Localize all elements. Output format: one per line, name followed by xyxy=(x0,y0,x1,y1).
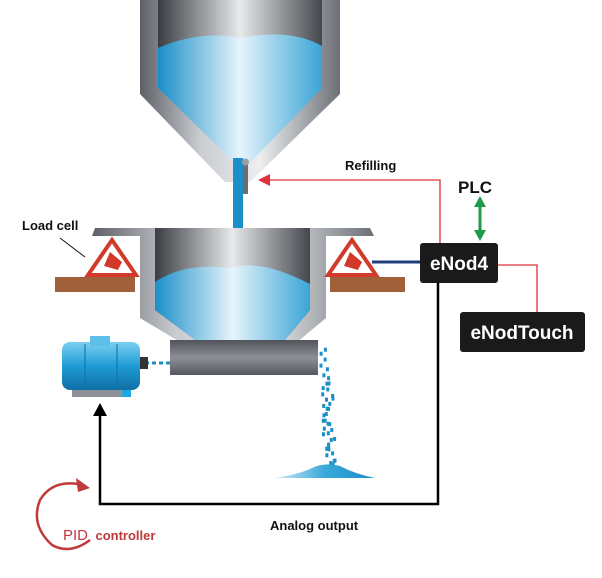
plc-label: PLC xyxy=(458,178,492,197)
load-cell-label: Load cell xyxy=(22,218,78,233)
pid-prefix: PID xyxy=(63,527,88,544)
material-pile xyxy=(275,464,375,478)
material-particle xyxy=(319,351,323,356)
material-particle xyxy=(330,427,334,432)
material-particle xyxy=(331,451,335,456)
load-cell-left xyxy=(55,236,140,292)
material-particle xyxy=(325,446,329,451)
material-particle xyxy=(324,412,328,417)
analog-output-label: Analog output xyxy=(270,518,359,533)
material-particle xyxy=(325,397,328,402)
material-particle xyxy=(322,403,326,408)
material-particle xyxy=(323,347,327,352)
motor-icon xyxy=(62,336,148,397)
enod4-device: eNod4 xyxy=(420,243,498,283)
enodtouch-label: eNodTouch xyxy=(470,323,573,344)
pid-suffix: controller xyxy=(95,528,155,543)
material-particle xyxy=(319,363,323,368)
material-particle xyxy=(322,432,325,437)
material-particle xyxy=(321,386,325,391)
material-particle xyxy=(322,373,326,378)
weigh-hopper xyxy=(92,228,374,348)
falling-material xyxy=(319,347,337,467)
material-particle xyxy=(328,422,332,427)
refilling-signal-arrow xyxy=(258,174,441,243)
material-particle xyxy=(329,461,333,466)
refill-valve-icon xyxy=(242,158,249,194)
material-particle xyxy=(326,431,330,436)
material-particle xyxy=(327,376,331,381)
analog-output-arrow xyxy=(93,283,440,506)
material-particle xyxy=(327,381,331,386)
material-particle xyxy=(325,367,329,372)
material-particle xyxy=(322,413,326,418)
material-particle xyxy=(329,437,333,442)
enod4-label: eNod4 xyxy=(430,254,489,275)
material-particle xyxy=(323,418,327,423)
material-particle xyxy=(325,381,329,386)
refill-stream xyxy=(233,158,243,250)
material-particle xyxy=(326,387,330,392)
material-particle xyxy=(333,436,337,441)
material-particle xyxy=(331,393,335,398)
material-particle xyxy=(322,426,326,431)
material-particle xyxy=(323,357,327,362)
plc-bidirectional-arrow xyxy=(474,196,486,241)
refilling-label: Refilling xyxy=(345,158,396,173)
refill-hopper xyxy=(140,0,340,182)
enodtouch-device: eNodTouch xyxy=(460,312,585,352)
enodtouch-link xyxy=(498,264,538,312)
pid-cycle-icon xyxy=(35,478,91,551)
material-particle xyxy=(325,453,329,458)
material-particle xyxy=(328,401,332,406)
material-particle xyxy=(321,418,325,423)
material-particle xyxy=(327,443,331,448)
load-cell-pointer xyxy=(59,237,86,258)
material-particle xyxy=(333,458,337,463)
pid-controller-label: PID controller xyxy=(63,527,155,544)
feeder-tube xyxy=(170,340,318,375)
material-particle xyxy=(321,392,325,397)
material-particle xyxy=(327,406,330,411)
material-particle xyxy=(326,421,330,426)
material-particle xyxy=(331,396,335,401)
material-particle xyxy=(327,447,331,452)
load-cell-right xyxy=(324,236,405,292)
